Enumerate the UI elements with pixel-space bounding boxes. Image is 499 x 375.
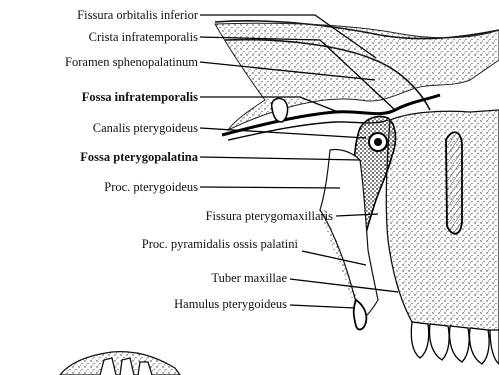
label-foramen-sphenopalatinum: Foramen sphenopalatinum xyxy=(65,55,198,69)
leader-proc-ptg xyxy=(200,187,340,188)
label-fossa-pterygopalatina: Fossa pterygopalatina xyxy=(80,150,198,164)
label-crista-infratemporalis: Crista infratemporalis xyxy=(89,30,198,44)
label-fossa-infratemporalis: Fossa infratemporalis xyxy=(82,90,198,104)
label-proc-pterygoideus: Proc. pterygoideus xyxy=(104,180,198,194)
label-tuber-maxillae: Tuber maxillae xyxy=(211,271,287,285)
leader-tuber xyxy=(290,279,398,292)
label-fissura-orbitalis-inferior: Fissura orbitalis inferior xyxy=(77,8,198,22)
label-fissura-pterygomaxillaris: Fissura pterygomaxillaris xyxy=(206,209,333,223)
label-proc-pyramidalis: Proc. pyramidalis ossis palatini xyxy=(142,237,298,251)
leader-hamulus xyxy=(290,305,355,308)
maxilla xyxy=(386,110,499,331)
label-canalis-pterygoideus: Canalis pterygoideus xyxy=(93,121,198,135)
zygomatic-section xyxy=(446,132,462,233)
small-foramen xyxy=(272,98,288,122)
palate-fragment xyxy=(60,352,180,375)
label-hamulus-pterygoideus: Hamulus pterygoideus xyxy=(174,297,287,311)
